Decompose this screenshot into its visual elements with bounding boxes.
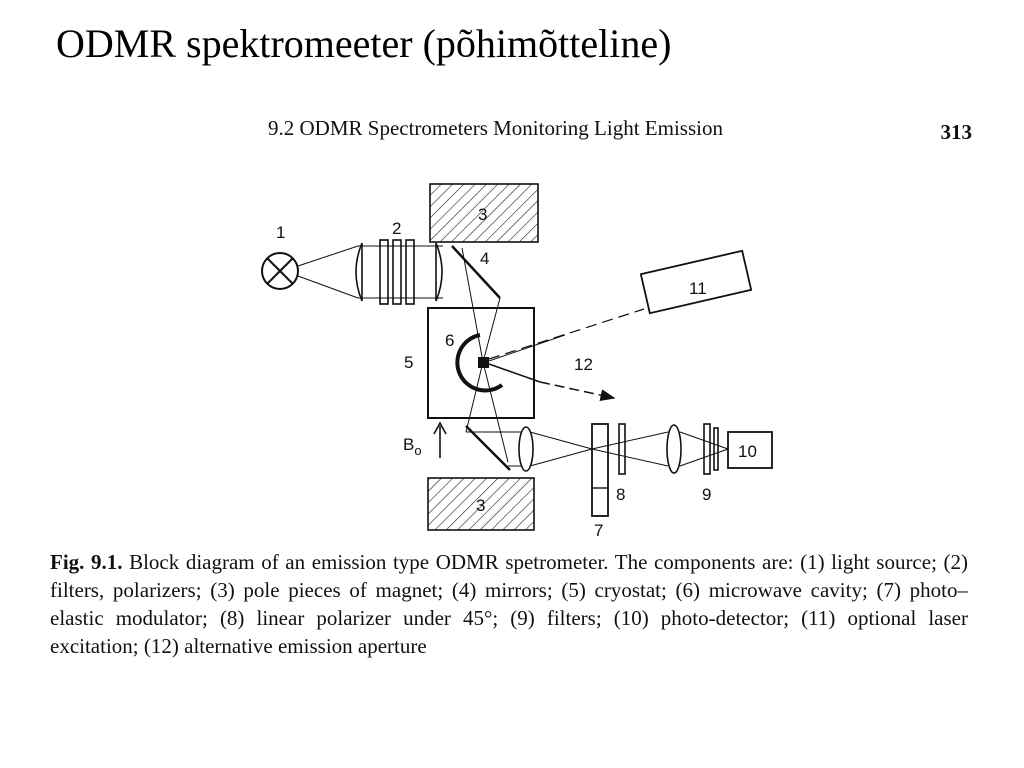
label-pole-top: 3 <box>478 205 487 224</box>
running-head: 9.2 ODMR Spectrometers Monitoring Light … <box>268 116 723 140</box>
label-pole-bottom: 3 <box>476 496 485 515</box>
figure-caption: Fig. 9.1. Block diagram of an emission t… <box>50 548 968 660</box>
field-arrow <box>433 421 447 458</box>
label-laser: 11 <box>689 279 707 298</box>
label-filters: 2 <box>392 219 401 238</box>
emission-path-solid <box>488 363 541 383</box>
label-cavity: 6 <box>445 331 454 350</box>
light-source-symbol <box>261 252 299 290</box>
input-beam <box>297 245 443 299</box>
label-detector: 10 <box>738 442 757 461</box>
emission-path-dashed <box>539 381 616 402</box>
label-polarizer: 8 <box>616 485 625 504</box>
label-filters-2: 9 <box>702 485 711 504</box>
linear-polarizer <box>618 423 626 475</box>
odmr-block-diagram: 1 2 3 4 5 6 11 12 <box>261 183 773 540</box>
mirror-bottom <box>465 425 511 471</box>
caption-text: Block diagram of an emission type ODMR s… <box>50 550 968 658</box>
beam-through-cryostat <box>461 247 509 463</box>
label-field: Bo <box>403 435 422 458</box>
emission-cone-upper <box>488 334 566 362</box>
label-aperture: 12 <box>574 355 593 374</box>
microwave-cavity <box>455 333 504 393</box>
label-light-source: 1 <box>276 223 285 242</box>
collection-lens <box>518 426 534 472</box>
slide-title: ODMR spektromeeter (põhimõtteline) <box>56 21 672 66</box>
filter-assembly <box>355 239 443 305</box>
pole-piece-bottom <box>427 477 535 531</box>
label-modulator: 7 <box>594 521 603 540</box>
pole-piece-top <box>429 183 539 243</box>
mirror-top <box>451 245 501 299</box>
detection-beam <box>466 431 729 467</box>
label-mirror: 4 <box>480 249 489 268</box>
page-number: 313 <box>940 120 973 144</box>
figure-label: Fig. 9.1. <box>50 550 123 574</box>
laser-beam <box>488 308 645 360</box>
cryostat-box <box>427 307 535 419</box>
focusing-lens <box>666 424 682 474</box>
laser-box <box>639 249 753 315</box>
label-cryostat: 5 <box>404 353 413 372</box>
photo-detector <box>727 431 773 469</box>
detector-filters <box>703 423 719 475</box>
photoelastic-modulator <box>591 423 609 517</box>
